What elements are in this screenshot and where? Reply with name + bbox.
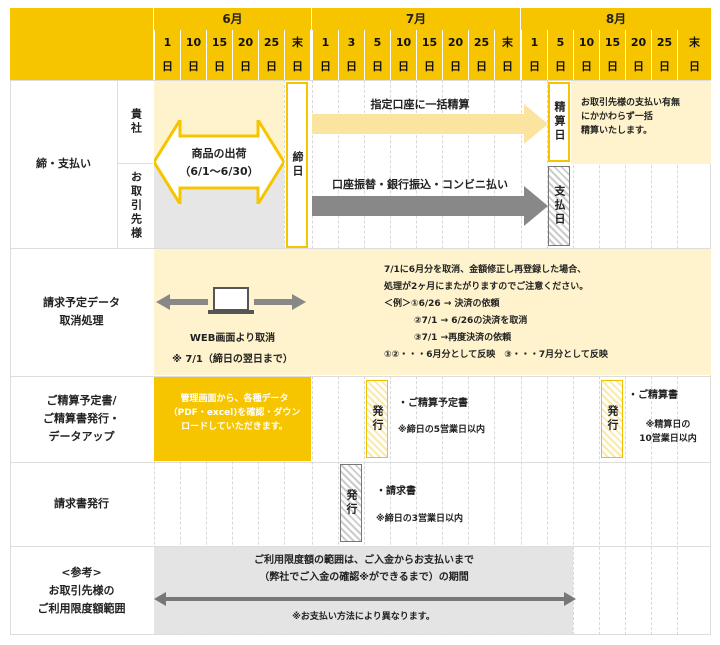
day-header-cell: 15 日 — [416, 30, 442, 80]
settle-doc-due: ※精算日の 10営業日以内 — [639, 420, 697, 444]
day-header-cell: 25 日 — [258, 30, 284, 80]
cancel-note-line-6: ①②・・・6月分として反映 ③・・・7月分として反映 — [384, 350, 608, 360]
day-header-cell: 末 日 — [677, 30, 711, 80]
invoice-label: ・請求書 — [376, 486, 416, 497]
day-header-cell: 末 日 — [284, 30, 310, 80]
settle-note: お取引先様の支払い有無 にかかわらず一括 精算いたします。 — [581, 98, 681, 136]
cancel-note-line-4: ②7/1 → 6/26の決済を取消 — [414, 316, 528, 326]
row-divider-3 — [10, 462, 711, 463]
cancel-note-line-2: 処理が2ヶ月にまたがりますのでご注意ください。 — [384, 282, 589, 292]
day-header-cell: 20 日 — [232, 30, 258, 80]
plan-doc-label: ・ご精算予定書 — [398, 398, 468, 409]
credit-range-bg — [154, 547, 573, 634]
row-label-payment: 締・支払い — [10, 80, 118, 248]
day-header-cell: 5 日 — [547, 30, 573, 80]
day-header-cell: 20 日 — [442, 30, 468, 80]
mgmt-note-bg — [154, 377, 311, 461]
mgmt-note: 管理画面から、各種データ （PDF・excel)を確認・ダウン ロードしていただ… — [168, 394, 301, 432]
issue-plan-box: 発行 — [366, 380, 388, 458]
company-settlement-label: 指定口座に一括精算 — [370, 98, 470, 111]
cancel-note-line-5: ③7/1 →再度決済の依頼 — [414, 333, 512, 343]
day-header-cell: 5 日 — [364, 30, 390, 80]
credit-range-footnote: ※お支払い方法により異なります。 — [292, 612, 435, 622]
credit-range-note: ご利用限度額の範囲は、ご入金からお支払いまで （弊社でご入金の確認※ができるまで… — [254, 555, 474, 583]
day-header-cell: 1 日 — [521, 30, 547, 80]
day-header-cell: 15 日 — [206, 30, 232, 80]
invoice-due: ※締日の3営業日以内 — [376, 514, 464, 524]
day-header-cell: 20 日 — [625, 30, 651, 80]
cancel-note-line-1: 7/1に6月分を取消、金額修正し再登録した場合、 — [384, 265, 587, 275]
month-july: 7月 — [312, 8, 520, 30]
month-june: 6月 — [154, 8, 311, 30]
row-divider-4 — [10, 546, 711, 547]
issue-invoice-box: 発行 — [340, 464, 362, 542]
sub-label-partner: お取引先様 — [129, 171, 143, 241]
row-label-invoice: 請求書発行 — [54, 497, 109, 510]
web-cancel-label: WEB画面より取消 — [189, 333, 276, 344]
month-august: 8月 — [521, 8, 711, 30]
settle-day-box: 精算日 — [548, 82, 570, 162]
row-divider-2 — [10, 376, 711, 377]
cancel-deadline-note: ※ 7/1（締日の翌日まで） — [172, 354, 293, 365]
plan-doc-due: ※締日の5営業日以内 — [398, 425, 486, 435]
cutoff-day-box: 締日 — [286, 82, 308, 248]
row-label-credit-range: <参考> お取引先様の ご利用限度額範囲 — [37, 565, 126, 615]
cancel-note-line-3: ＜例＞①6/26 → 決済の依頼 — [384, 299, 500, 309]
day-header-cell: 10 日 — [390, 30, 416, 80]
issue-settle-box: 発行 — [601, 380, 623, 458]
credit-range-arrow-icon — [154, 592, 576, 606]
day-header-cell: 末 日 — [494, 30, 520, 80]
day-header-cell: 1 日 — [312, 30, 338, 80]
row-divider-1 — [10, 248, 711, 249]
settle-doc-label: ・ご精算書 — [628, 390, 678, 401]
sub-label-company: 貴社 — [118, 80, 153, 164]
header-left-cell — [10, 8, 153, 80]
day-header-cell: 10 日 — [180, 30, 206, 80]
day-header-cell: 15 日 — [599, 30, 625, 80]
day-header-cell: 3 日 — [338, 30, 364, 80]
pay-day-box: 支払日 — [548, 166, 570, 246]
day-header-cell: 1 日 — [154, 30, 180, 80]
day-header-cell: 25 日 — [468, 30, 494, 80]
settle-note-bg — [571, 81, 711, 164]
partner-payment-label: 口座振替・銀行振込・コンビニ払い — [332, 178, 508, 191]
web-cancel-arrows-icon — [156, 287, 306, 314]
laptop-icon — [214, 288, 248, 310]
company-settlement-arrow-icon — [312, 104, 548, 144]
shipment-arrow-icon — [154, 120, 284, 204]
row-label-cancel: 請求予定データ 取消処理 — [43, 296, 120, 327]
partner-payment-arrow-icon — [312, 186, 548, 226]
shipment-label: 商品の出荷 （6/1～6/30） — [179, 147, 259, 178]
row-label-statement: ご精算予定書/ ご精算書発行・ データアップ — [43, 394, 120, 443]
day-header-cell: 10 日 — [573, 30, 599, 80]
day-header-cell: 25 日 — [651, 30, 677, 80]
